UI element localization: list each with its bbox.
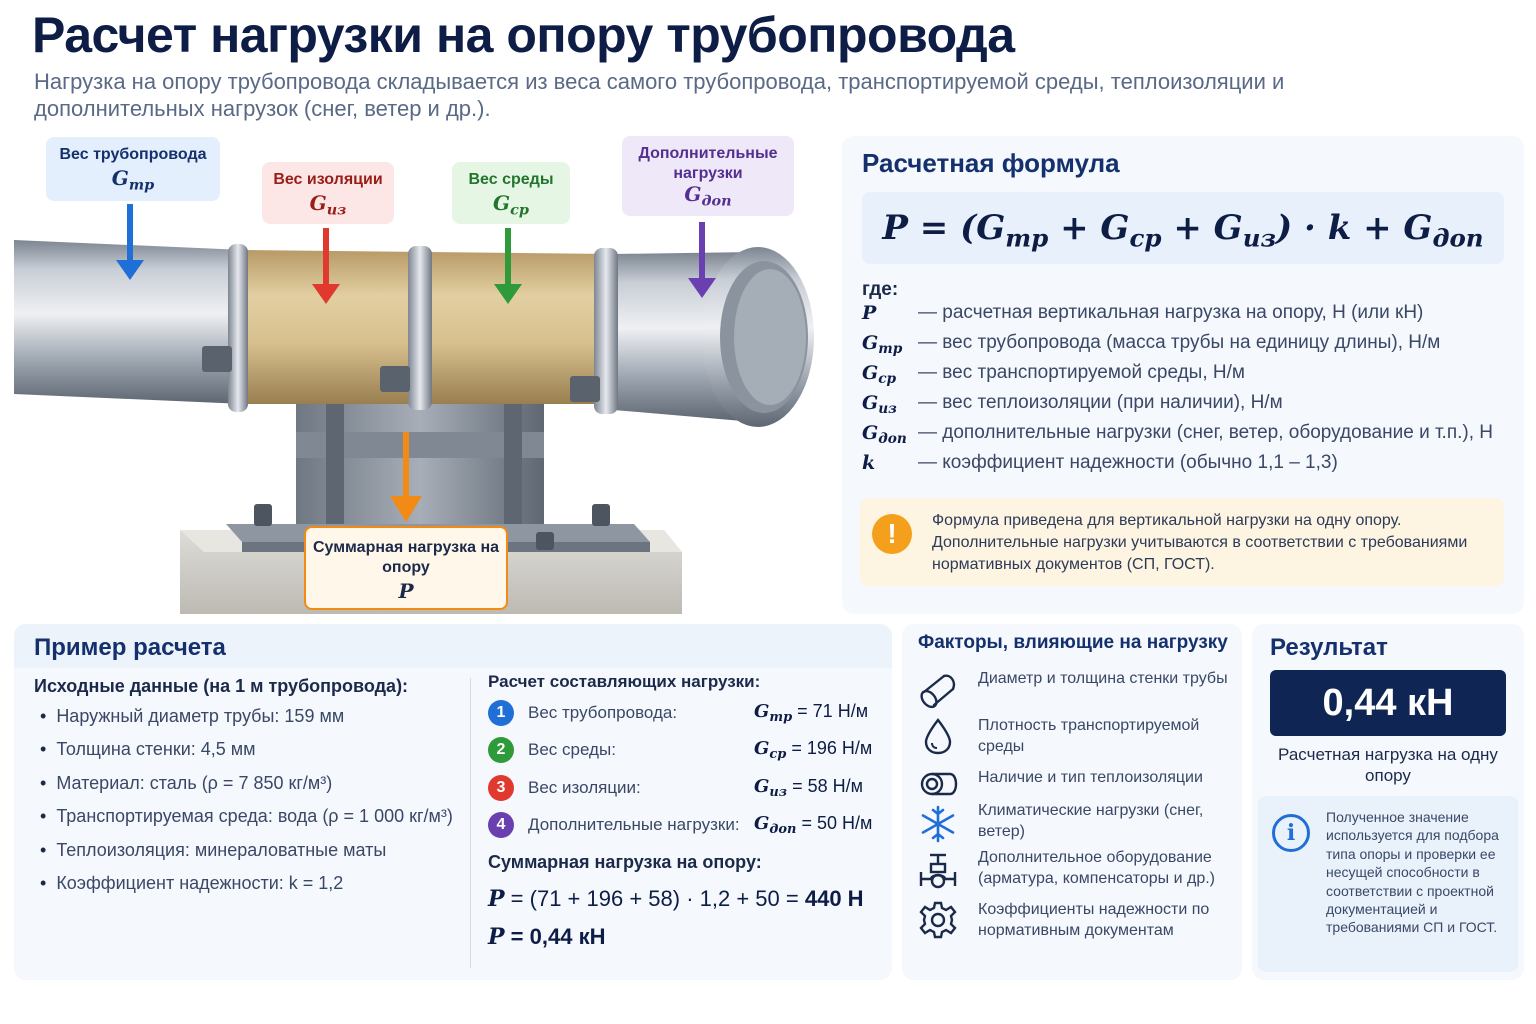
factor-item: Наличие и тип теплоизоляции [978, 769, 1203, 786]
component-label: Вес трубопровода: [528, 703, 678, 722]
factors-title: Факторы, влияющие на нагрузку [918, 632, 1228, 653]
where-label: где: [862, 279, 899, 300]
components-title: Расчет составляющих нагрузки: [488, 672, 761, 691]
factor-item: Коэффициенты надежности по нормативным д… [978, 901, 1210, 939]
factor-item: Плотность транспортируемой среды [978, 717, 1200, 755]
callout-additional-loads: Дополнительные нагрузки Gдоп [622, 136, 794, 216]
result-title: Результат [1270, 634, 1388, 661]
pipe-support-illustration: Вес трубопровода Gтр Вес изоляции Gиз Ве… [14, 132, 832, 614]
definition-symbol: Gдоп [862, 422, 907, 448]
example-title: Пример расчета [34, 634, 226, 661]
result-info-text: Полученное значение используется для под… [1326, 809, 1499, 936]
example-panel: Пример расчета Исходные данные (на 1 м т… [14, 624, 892, 980]
result-value: 0,44 кН [1270, 670, 1506, 736]
input-data-item: Толщина стенки: 4,5 мм [40, 739, 255, 760]
callout-pipe-weight: Вес трубопровода Gтр [46, 137, 220, 201]
definition-text: — коэффициент надежности (обычно 1,1 – 1… [918, 452, 1338, 473]
factor-item: Климатические нагрузки (снег, ветер) [978, 802, 1204, 840]
formula-note-text: Формула приведена для вертикальной нагру… [932, 512, 1468, 573]
page-title: Расчет нагрузки на опору трубопровода [32, 7, 1015, 63]
input-data-item: Транспортируемая среда: вода (ρ = 1 000 … [40, 806, 453, 827]
component-number: 4 [488, 811, 514, 838]
definition-text: — вес трубопровода (масса трубы на едини… [918, 332, 1441, 353]
input-data-item: Теплоизоляция: минераловатные маты [40, 840, 386, 861]
definition-text: — вес теплоизоляции (при наличии), Н/м [918, 392, 1283, 413]
callout-total-load: Суммарная нагрузка на опору P [304, 526, 508, 610]
droplet-icon [924, 718, 952, 755]
pipe-icon [920, 674, 956, 709]
definition-symbol: P [862, 302, 877, 324]
sum-title: Суммарная нагрузка на опору: [488, 852, 762, 872]
component-label: Вес среды: [528, 740, 616, 760]
component-number: 2 [488, 737, 514, 764]
input-data-item: Наружный диаметр трубы: 159 мм [40, 706, 344, 727]
definition-text: — вес транспортируемой среды, Н/м [918, 362, 1245, 383]
result-caption: Расчетная нагрузка на одну опору [1278, 745, 1498, 785]
insulation-roll-icon [920, 772, 958, 796]
result-info: i Полученное значение используется для п… [1258, 796, 1518, 972]
input-data-item: Коэффициент надежности: k = 1,2 [40, 873, 343, 894]
snowflake-icon [921, 805, 955, 843]
component-label: Дополнительные нагрузки: [528, 814, 740, 834]
component-number: 3 [488, 774, 514, 801]
component-value: Gиз = 58 Н/м [754, 775, 863, 800]
definition-symbol: k [862, 452, 876, 474]
factor-item: Дополнительное оборудование (арматура, к… [978, 849, 1215, 887]
factors-panel: Факторы, влияющие на нагрузку Диаметр и … [902, 624, 1242, 980]
callout-medium-weight: Вес среды Gср [452, 162, 570, 224]
factor-item: Диаметр и толщина стенки трубы [978, 670, 1228, 687]
formula-note: ! Формула приведена для вертикальной наг… [860, 498, 1504, 586]
info-icon: i [1272, 814, 1310, 852]
component-value: Gср = 196 Н/м [754, 738, 873, 763]
example-header [14, 624, 892, 668]
definition-symbol: Gтр [862, 332, 903, 358]
component-label: Вес изоляции: [528, 777, 641, 797]
warning-icon: ! [872, 514, 912, 554]
definition-symbol: Gиз [862, 392, 897, 418]
input-data-item: Материал: сталь (ρ = 7 850 кг/м³) [40, 773, 332, 794]
result-panel: Результат 0,44 кН Расчетная нагрузка на … [1252, 624, 1524, 980]
valve-icon [919, 853, 957, 889]
formula-title: Расчетная формула [862, 148, 1120, 178]
main-formula: P = (Gтр + Gср + Gиз) · k + Gдоп [862, 192, 1504, 264]
sum-result: P = 0,44 кН [488, 924, 606, 950]
definition-text: — дополнительные нагрузки (снег, ветер, … [918, 422, 1494, 443]
component-value: Gдоп = 50 Н/м [754, 812, 873, 837]
page-subtitle: Нагрузка на опору трубопровода складывае… [34, 69, 1285, 121]
definition-symbol: Gср [862, 362, 897, 388]
formula-panel: Расчетная формула P = (Gтр + Gср + Gиз) … [842, 136, 1524, 614]
callout-insulation-weight: Вес изоляции Gиз [262, 162, 394, 224]
sum-expression: P = (71 + 196 + 58) · 1,2 + 50 = 440 Н [488, 886, 864, 912]
divider [470, 678, 471, 968]
component-number: 1 [488, 700, 514, 726]
gear-icon [919, 901, 957, 939]
component-value: Gтр = 71 Н/м [754, 701, 869, 725]
definition-text: — расчетная вертикальная нагрузка на опо… [918, 302, 1424, 323]
input-data-title: Исходные данные (на 1 м трубопровода): [34, 676, 409, 696]
